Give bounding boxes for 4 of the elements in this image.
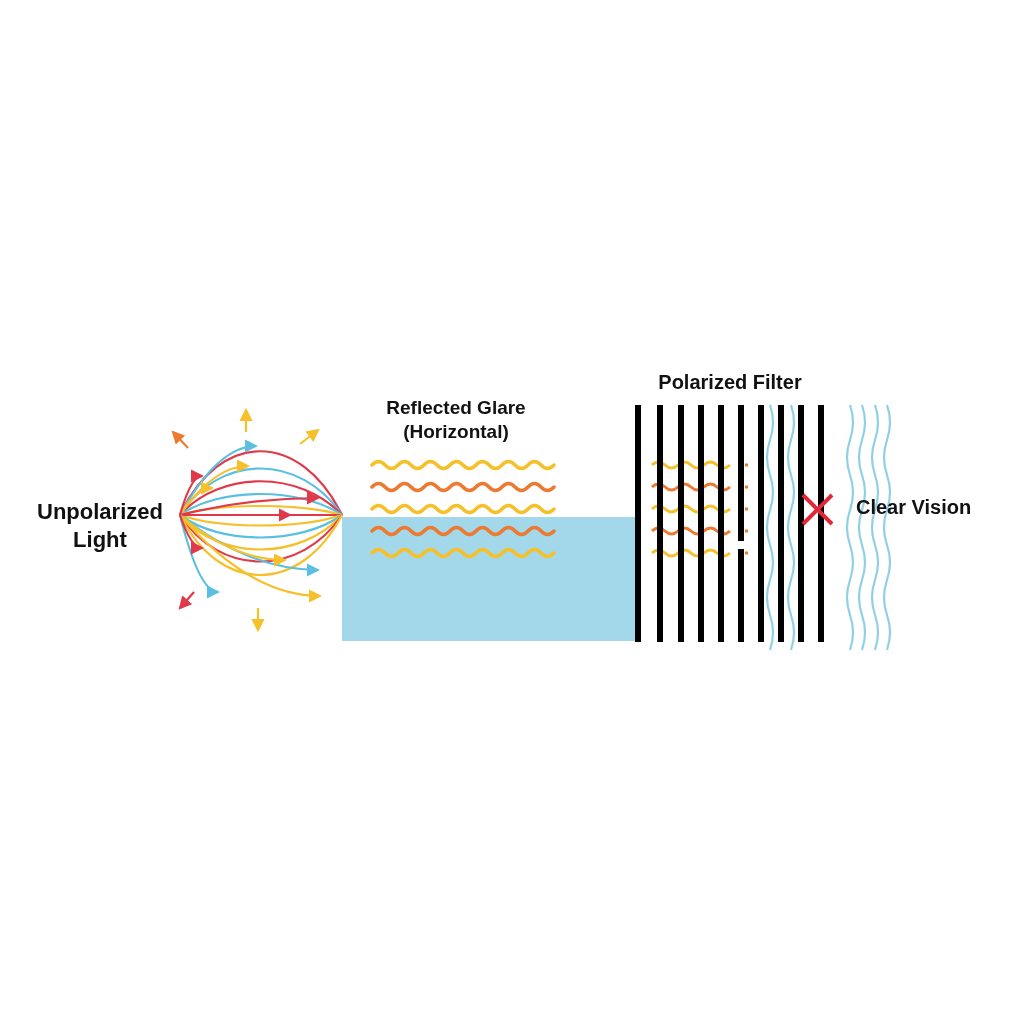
glare-label: Reflected Glare (Horizontal) <box>385 396 527 444</box>
filter-label: Polarized Filter <box>657 370 803 395</box>
vision-label: Clear Vision <box>856 495 973 520</box>
light-source-label: Unpolarized Light <box>36 498 164 553</box>
